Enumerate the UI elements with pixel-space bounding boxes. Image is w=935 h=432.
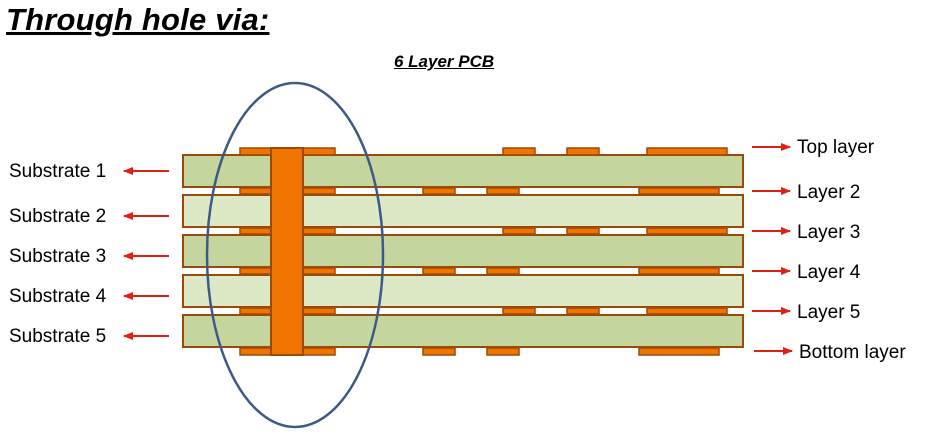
- substrate-label: Substrate 1: [9, 161, 106, 182]
- substrate-4-board: [182, 274, 744, 308]
- layer-4-pad: [638, 267, 720, 275]
- substrate-5-board: [182, 314, 744, 348]
- layer-label: Layer 2: [797, 182, 860, 203]
- substrate-2-board: [182, 194, 744, 228]
- layer-label: Layer 5: [797, 302, 860, 323]
- substrate-label: Substrate 5: [9, 326, 106, 347]
- through-hole-via: [270, 147, 304, 356]
- substrate-1-board: [182, 154, 744, 188]
- layer-label: Bottom layer: [799, 342, 906, 363]
- layer-2-pad: [422, 187, 456, 195]
- substrate-3-board: [182, 234, 744, 268]
- layer-label: Layer 3: [797, 222, 860, 243]
- layer-labels: Top layer Layer 2 Layer 3 Layer 4 Layer …: [752, 137, 906, 363]
- layer-5-pad: [566, 307, 600, 315]
- via-highlight-ellipse: [205, 81, 385, 429]
- layer-label: Top layer: [797, 137, 875, 158]
- substrate-label: Substrate 4: [9, 286, 107, 307]
- layer-4-pad: [422, 267, 456, 275]
- layer-3-pad: [502, 227, 536, 235]
- substrate-boards: [182, 154, 744, 348]
- layer-2-pad: [638, 187, 720, 195]
- diagram-subtitle: 6 Layer PCB: [394, 52, 495, 71]
- layer-5-pad: [502, 307, 536, 315]
- bottom-layer-pad: [422, 347, 456, 356]
- layer-4-pad: [486, 267, 520, 275]
- substrate-label: Substrate 2: [9, 206, 106, 227]
- layer-3-pad: [646, 227, 728, 235]
- layer-5-pad: [646, 307, 728, 315]
- top-layer-pad: [566, 147, 600, 156]
- top-layer-pad: [502, 147, 536, 156]
- substrate-labels: Substrate 1 Substrate 2 Substrate 3 Subs…: [9, 161, 169, 347]
- top-layer-pad: [646, 147, 728, 156]
- bottom-layer-pad: [638, 347, 720, 356]
- substrate-label: Substrate 3: [9, 246, 106, 267]
- layer-2-pad: [486, 187, 520, 195]
- layer-label: Layer 4: [797, 262, 861, 283]
- diagram-title: Through hole via:: [6, 2, 270, 37]
- bottom-layer-pad: [486, 347, 520, 356]
- layer-3-pad: [566, 227, 600, 235]
